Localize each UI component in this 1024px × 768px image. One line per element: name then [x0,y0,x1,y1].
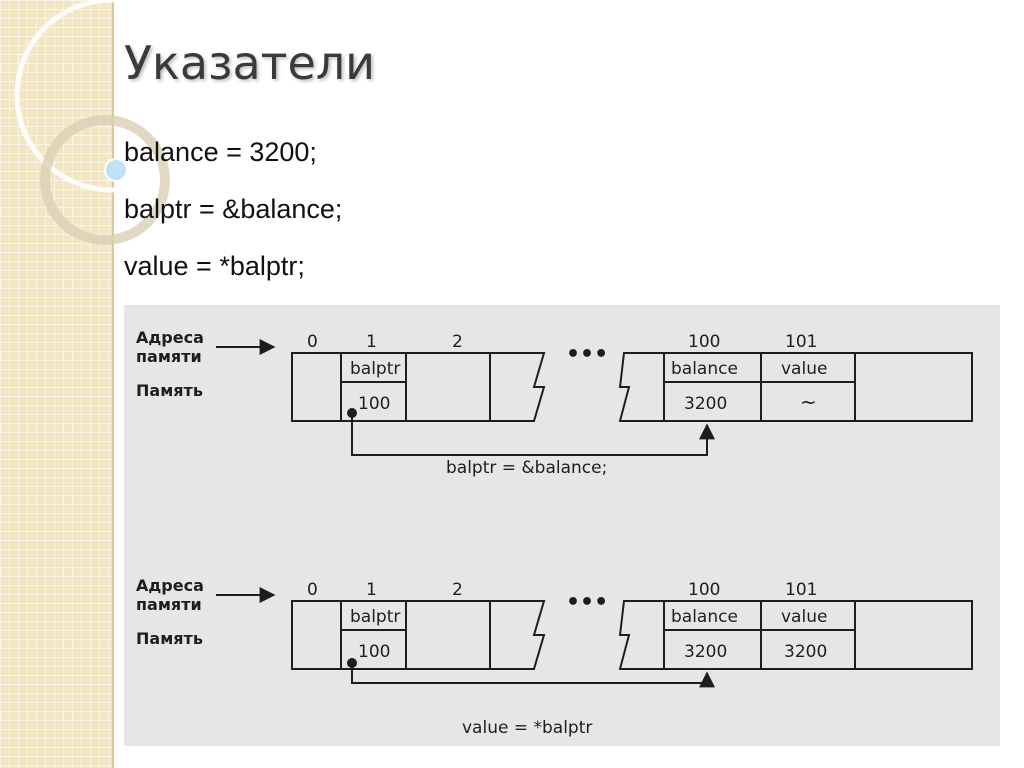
cell-value-name: value [781,607,827,627]
cell-balptr-value: 100 [358,394,390,414]
address-101: 101 [785,332,817,352]
memory-strip-right [618,600,973,670]
cell-value-value: 3200 [784,642,827,662]
address-0: 0 [307,580,318,600]
address-label-line1: Адреса [136,328,204,347]
decorative-dot-icon [104,158,128,182]
side-band-divider [112,0,114,768]
address-2: 2 [452,580,463,600]
address-100: 100 [688,580,720,600]
diagram-top: Адреса памяти Память 0 1 2 ••• 100 101 b… [136,328,973,478]
decorative-circles [14,0,200,245]
cell-balance-value: 3200 [684,394,727,414]
decorative-side-band [0,0,112,768]
address-label-line2: памяти [136,595,202,614]
memory-label: Память [136,381,203,400]
address-2: 2 [452,332,463,352]
pointer-arrow [351,413,715,456]
cell-balance-name: balance [671,359,738,379]
code-line-assign-balance: balance = 3200; [124,137,317,167]
address-label-line2: памяти [136,347,202,366]
code-line-assign-pointer: balptr = &balance; [124,194,343,224]
cell-balance-value: 3200 [684,642,727,662]
memory-diagram-image: Адреса памяти Память 0 1 2 ••• 100 101 b… [124,305,1000,746]
pointer-arrow [351,663,715,688]
address-100: 100 [688,332,720,352]
ellipsis: ••• [566,590,608,615]
cell-balance-name: balance [671,607,738,627]
memory-strip-right [618,352,973,422]
code-line-dereference: value = *balptr; [124,251,305,281]
ellipsis: ••• [566,342,608,367]
cell-balptr-name: balptr [350,359,400,379]
cell-value-value: ~ [800,390,817,414]
memory-strip-left [291,600,546,670]
caption-top: balptr = &balance; [446,458,607,478]
slide-title: Указатели [124,36,376,90]
cell-value-name: value [781,359,827,379]
cell-balptr-name: balptr [350,607,400,627]
caption-bottom: value = *balptr [462,718,592,738]
memory-label: Память [136,629,203,648]
address-1: 1 [366,580,377,600]
address-0: 0 [307,332,318,352]
memory-strip-left [291,352,546,422]
address-label-line1: Адреса [136,576,204,595]
address-1: 1 [366,332,377,352]
cell-balptr-value: 100 [358,642,390,662]
address-101: 101 [785,580,817,600]
diagram-bottom: Адреса памяти Память 0 1 2 ••• 100 101 b… [136,576,973,738]
memory-diagram: Адреса памяти Память 0 1 2 ••• 100 101 b… [136,328,973,738]
